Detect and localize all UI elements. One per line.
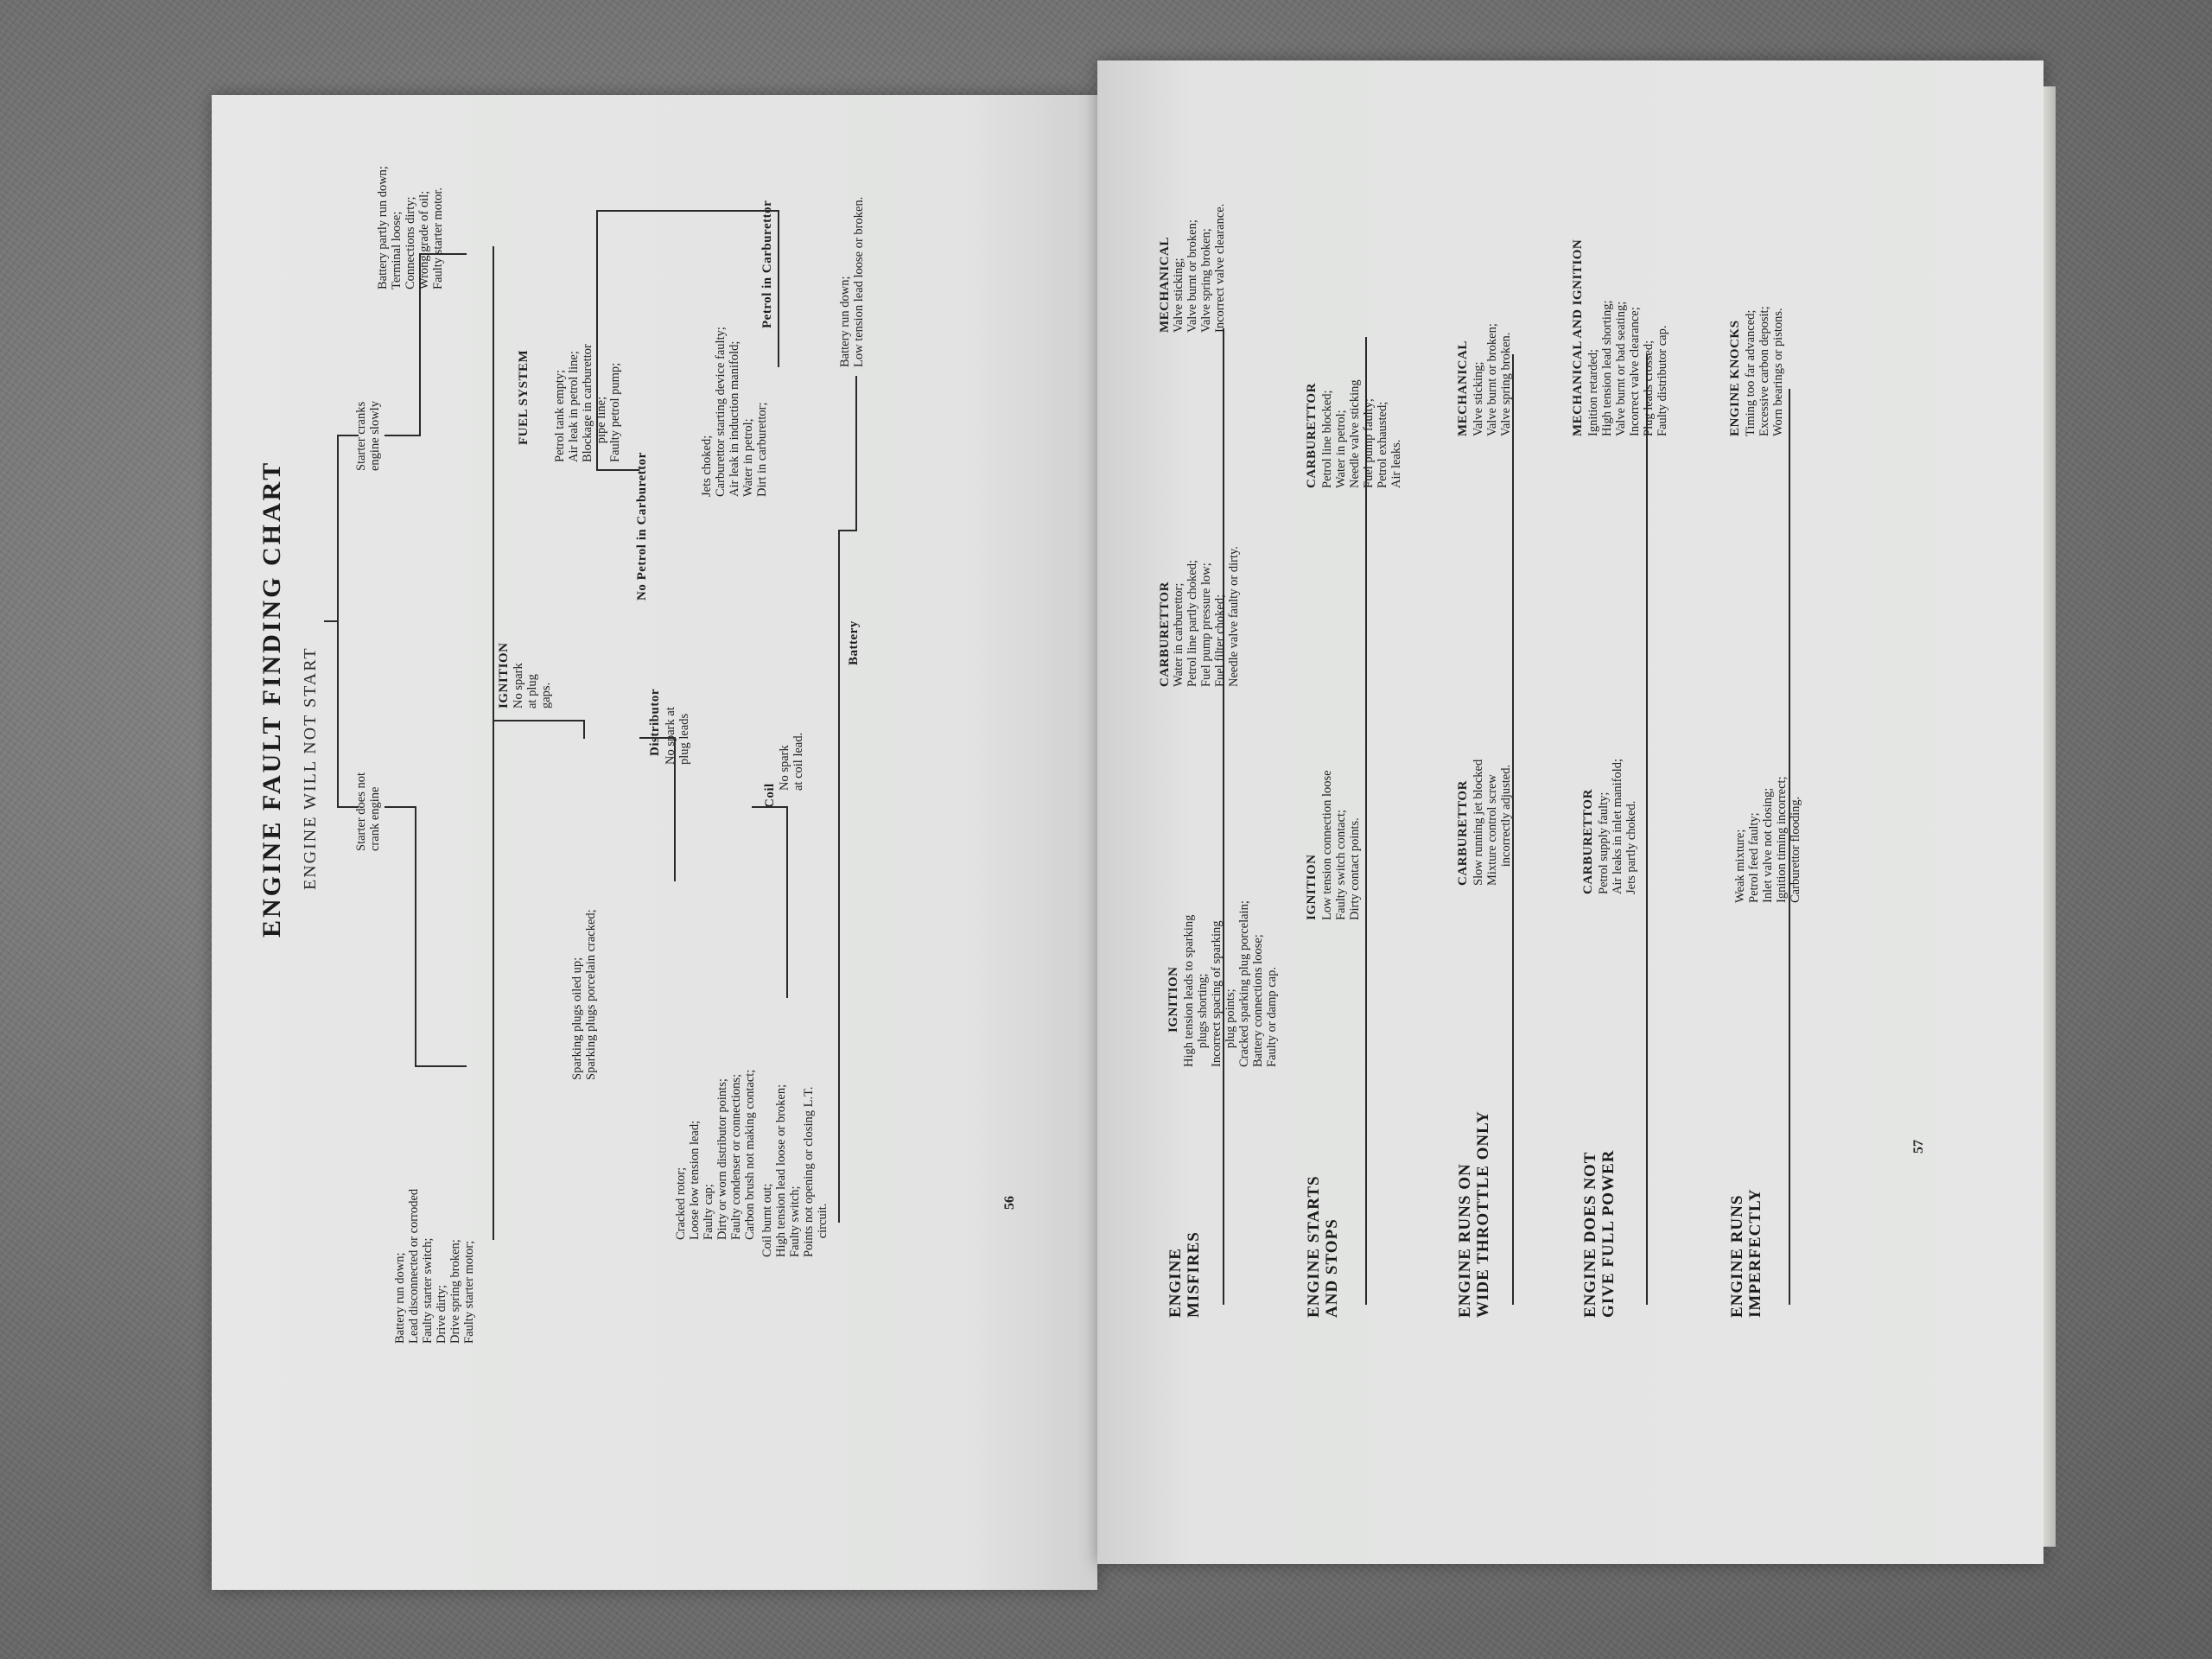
starts-ignition-items: Low tension connection loose Faulty swit…: [1320, 770, 1362, 920]
symptom-imperfectly: ENGINE RUNS IMPERFECTLY: [1728, 1188, 1764, 1318]
symptom-wide-throttle: ENGINE RUNS ON WIDE THROTTLE ONLY: [1456, 1110, 1492, 1318]
petrol-in-heading: Petrol in Carburettor: [760, 200, 774, 328]
misfires-ignition-items: High tension leads to sparking plugs sho…: [1182, 900, 1279, 1067]
plug-causes: Sparking plugs oiled up; Sparking plugs …: [570, 909, 598, 1080]
petrol-in-causes: Jets choked; Carburettor starting device…: [700, 327, 769, 497]
distributor-heading: Distributor: [648, 689, 662, 756]
battery-causes: Battery run down; Low tension lead loose…: [838, 196, 866, 367]
chart-subtitle: ENGINE WILL NOT START: [301, 646, 320, 890]
page-edges: [2044, 86, 2056, 1547]
right-page-chart: ENGINE MISFIRES IGNITION High tension le…: [1158, 143, 1961, 1352]
left-page: ENGINE FAULT FINDING CHART ENGINE WILL N…: [212, 95, 1097, 1590]
symptom-misfires: ENGINE MISFIRES: [1166, 1231, 1203, 1318]
misfires-carb-head: CARBURETTOR: [1158, 582, 1172, 687]
throttle-mech-items: Valve sticking; Valve burnt or broken; V…: [1471, 323, 1513, 436]
page-number-56: 56: [1002, 1196, 1017, 1210]
power-mech-ign-items: Ignition retarded; High tension lead sho…: [1586, 300, 1669, 436]
right-page: ENGINE MISFIRES IGNITION High tension le…: [1097, 60, 2056, 1564]
left-page-chart: ENGINE FAULT FINDING CHART ENGINE WILL N…: [242, 151, 1046, 1361]
misfires-ignition-head: IGNITION: [1166, 966, 1180, 1033]
power-carb-head: CARBURETTOR: [1581, 789, 1595, 894]
fuel-system-heading: FUEL SYSTEM: [517, 349, 531, 445]
chart-title: ENGINE FAULT FINDING CHART: [257, 460, 286, 938]
knocks-items: Timing too far advanced; Excessive carbo…: [1744, 306, 1785, 436]
throttle-carb-items: Slow running jet blocked Mixture control…: [1471, 759, 1513, 886]
distributor-causes: Cracked rotor; Loose low tension lead; F…: [674, 1069, 757, 1240]
distributor-sub: No spark at plug leads: [664, 707, 691, 765]
symptom-full-power: ENGINE DOES NOT GIVE FULL POWER: [1581, 1149, 1618, 1318]
ignition-sub: No spark at plug gaps.: [512, 663, 553, 709]
knocks-head: ENGINE KNOCKS: [1728, 320, 1742, 436]
throttle-carb-head: CARBURETTOR: [1456, 780, 1470, 886]
open-booklet: ENGINE FAULT FINDING CHART ENGINE WILL N…: [212, 60, 2056, 1590]
imperfect-items: Weak mixture; Petrol feed faulty; Inlet …: [1733, 776, 1802, 903]
symptom-starts-stops: ENGINE STARTS AND STOPS: [1305, 1175, 1341, 1318]
coil-heading: Coil: [763, 783, 777, 808]
power-mech-ign-head: MECHANICAL AND IGNITION: [1571, 238, 1585, 436]
page-number-57: 57: [1911, 1140, 1926, 1154]
misfires-carb-items: Water in carburettor; Petrol line partly…: [1172, 546, 1241, 687]
misfires-mech-items: Valve sticking; Valve burnt or broken; V…: [1172, 203, 1227, 333]
throttle-mech-head: MECHANICAL: [1456, 340, 1470, 436]
starts-ignition-head: IGNITION: [1305, 854, 1319, 920]
starts-carb-items: Petrol line blocked; Water in petrol; Ne…: [1320, 379, 1403, 488]
starts-carb-head: CARBURETTOR: [1305, 383, 1319, 488]
no-petrol-heading: No Petrol in Carburettor: [635, 452, 649, 601]
coil-sub: No spark at coil lead.: [778, 732, 805, 791]
ignition-heading: IGNITION: [497, 642, 511, 709]
coil-causes: Coil burnt out; High tension lead loose …: [760, 1084, 830, 1257]
no-petrol-causes: Petrol tank empty; Air leak in petrol li…: [553, 344, 622, 462]
slow-causes: Battery partly run down; Terminal loose;…: [376, 166, 445, 289]
misfires-mech-head: MECHANICAL: [1158, 237, 1172, 333]
starter-cranks-slowly: Starter cranks engine slowly: [354, 401, 382, 471]
power-carb-items: Petrol supply faulty; Air leaks in inlet…: [1597, 758, 1638, 894]
crank-causes: Battery run down; Lead disconnected or c…: [393, 1188, 476, 1344]
starter-does-not-crank: Starter does not crank engine: [354, 772, 382, 851]
battery-heading: Battery: [847, 620, 861, 665]
